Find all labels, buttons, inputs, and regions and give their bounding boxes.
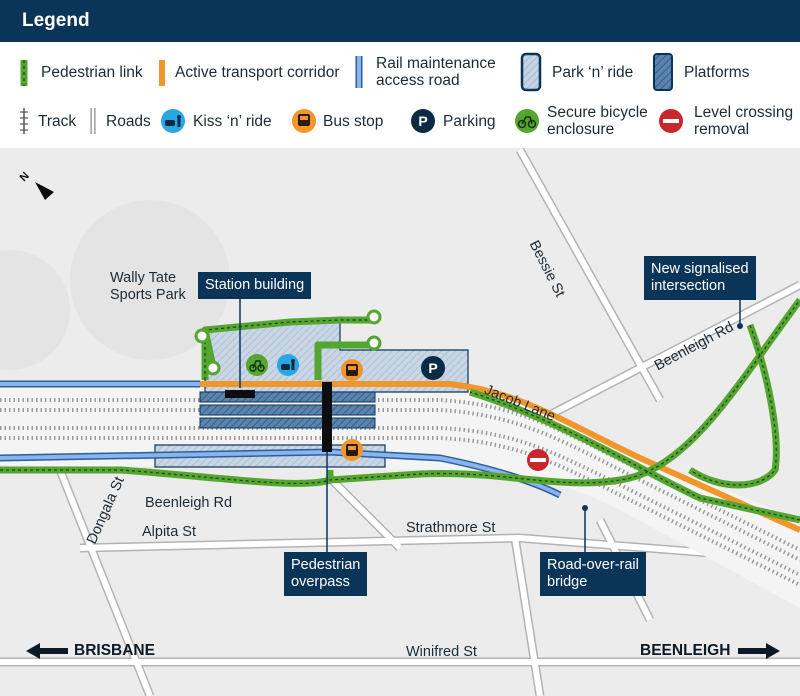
kiss-ride-map-icon [277,354,299,376]
platform-1 [199,391,376,403]
callout-station-building: Station building [198,272,312,299]
legend-roads: Roads [106,113,151,130]
svg-text:P: P [428,360,437,376]
sports-park-line-1: Wally Tate [110,270,177,286]
arrow-right-icon [738,643,780,659]
sports-park-line-2: Sports Park [110,287,186,303]
bicycle-enclosure-icon [246,354,268,376]
callout-road-over-rail: Road-over-rail bridge [540,552,646,596]
bus-stop-icon [292,109,316,133]
rail-maintenance-roads [0,380,562,499]
direction-brisbane: BRISBANE [74,642,155,659]
legend-park-ride: Park ‘n’ ride [552,64,634,81]
bicycle-icon [515,109,539,133]
legend-title: Legend [22,10,90,31]
road-over-rail-line-2: bridge [547,574,588,590]
legend-header: Legend [0,0,800,42]
pedestrian-overpass [322,382,332,452]
svg-text:N: N [18,170,32,184]
level-crossing-map-icon [527,449,549,471]
label-beenleigh-rd-west: Beenleigh Rd [145,495,233,511]
label-winifred-st: Winifred St [406,644,477,660]
parking-icon: P [411,109,435,133]
arrow-left-icon [26,643,68,659]
legend-active-transport: Active transport corridor [175,64,340,81]
legend-secure-bicycle: Secure bicycle enclosure [547,104,648,138]
direction-beenleigh: BEENLEIGH [640,642,731,659]
level-crossing-icon [659,109,683,133]
label-sports-park: Wally Tate Sports Park [110,270,186,304]
legend-panel: P Pedestrian link Active transport corri… [0,42,800,149]
svg-text:P: P [418,113,427,129]
callout-pedestrian-overpass: Pedestrian overpass [284,552,368,596]
platforms-swatch [653,53,673,91]
callout-new-intersection: New signalised intersection [644,256,756,300]
sports-oval-2 [0,250,70,370]
road-over-rail-line-1: Road-over-rail [547,557,639,573]
bus-stop-north-icon [341,359,363,381]
pedestrian-overpass-line-1: Pedestrian [291,557,361,573]
map-area: P N [0,148,800,696]
new-intersection-line-2: intersection [651,278,726,294]
legend-level-crossing: Level crossing removal [694,104,794,138]
north-arrow-icon: N [18,170,54,200]
bus-stop-south-icon [341,439,363,461]
station-building [225,390,255,398]
active-transport-corridor [200,381,800,533]
legend-platforms: Platforms [684,64,750,81]
pedestrian-overpass-line-2: overpass [291,574,350,590]
kiss-ride-icon [161,109,185,133]
legend-kiss-ride: Kiss ‘n’ ride [193,113,272,130]
legend-bus-stop: Bus stop [323,113,384,130]
legend-parking: Parking [443,113,496,130]
park-ride-swatch [520,52,542,92]
callout-dots [582,323,743,511]
sports-oval-1 [70,200,230,360]
legend-pedestrian-link: Pedestrian link [41,64,143,81]
pedestrian-links [0,297,800,524]
label-alpita-st: Alpita St [142,524,196,540]
label-strathmore-st: Strathmore St [406,520,496,536]
new-intersection-line-1: New signalised [651,261,749,277]
platform-3 [199,417,376,429]
map-canvas: P N [0,148,800,696]
track-swatch [20,108,28,134]
parking-map-icon: P [421,356,445,380]
platform-2 [199,404,376,416]
callout-leaders [239,298,741,552]
legend-rail-maintenance: Rail maintenance access road [376,55,496,89]
legend-symbols: P [20,52,683,134]
legend-track: Track [38,113,77,130]
